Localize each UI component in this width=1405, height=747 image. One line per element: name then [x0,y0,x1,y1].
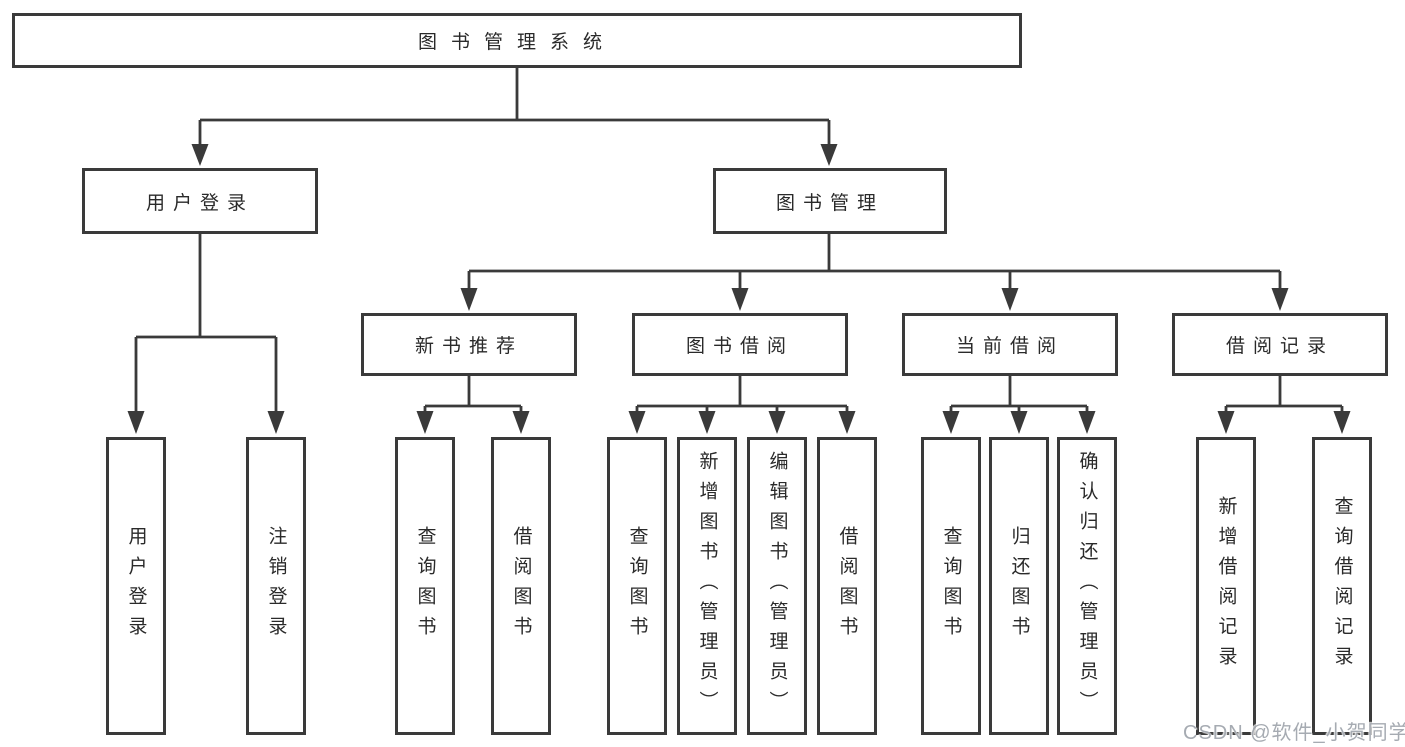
node-label: 当前借阅 [955,336,1064,357]
leaf-query-books-borrowing: 查询图书 [607,437,667,735]
node-label: 图书借阅 [685,336,794,357]
leaf-edit-book-admin: 编辑图书（管理员） [747,437,807,735]
connector-new-book-to-leaves [416,376,530,434]
node-new-book-recommendation: 新书推荐 [361,313,577,376]
leaf-user-login: 用户登录 [106,437,166,735]
node-label: 图书管理系统 [417,32,616,53]
leaf-logout: 注销登录 [246,437,306,735]
leaf-label: 查询图书 [940,526,962,646]
leaf-label: 借阅图书 [510,526,532,646]
leaf-label: 借阅图书 [836,526,858,646]
leaf-label: 确认归还（管理员） [1076,451,1098,721]
leaf-add-book-admin: 新增图书（管理员） [677,437,737,735]
watermark: CSDN @软件_小贺同学 [1183,722,1405,744]
connector-book-management-to-level3 [460,234,1289,311]
node-book-borrowing: 图书借阅 [632,313,848,376]
leaf-borrow-books-newbook: 借阅图书 [491,437,551,735]
node-label: 新书推荐 [414,336,523,357]
node-library-management-system: 图书管理系统 [12,13,1022,68]
node-current-borrowing: 当前借阅 [902,313,1118,376]
connector-user-login-to-leaves [127,234,285,434]
connector-root-to-level2 [191,68,838,166]
node-label: 图书管理 [775,192,884,214]
leaf-label: 用户登录 [125,526,147,646]
node-label: 借阅记录 [1225,336,1334,357]
connector-book-borrowing-to-leaves [628,376,856,434]
leaf-label: 编辑图书（管理员） [766,451,788,721]
leaf-confirm-return-admin: 确认归还（管理员） [1057,437,1117,735]
leaf-return-books: 归还图书 [989,437,1049,735]
leaf-query-books-newbook: 查询图书 [395,437,455,735]
leaf-query-borrow-record: 查询借阅记录 [1312,437,1372,735]
leaf-label: 查询图书 [414,526,436,646]
leaf-label: 查询借阅记录 [1331,496,1353,676]
connector-current-borrowing-to-leaves [942,376,1096,434]
leaf-label: 注销登录 [265,526,287,646]
leaf-label: 查询图书 [626,526,648,646]
leaf-add-borrow-record: 新增借阅记录 [1196,437,1256,735]
leaf-label: 新增借阅记录 [1215,496,1237,676]
leaf-label: 归还图书 [1008,526,1030,646]
leaf-label: 新增图书（管理员） [696,451,718,721]
node-borrowing-records: 借阅记录 [1172,313,1388,376]
node-book-management: 图书管理 [713,168,947,234]
node-user-login: 用户登录 [82,168,318,234]
node-label: 用户登录 [145,192,254,214]
connector-borrow-records-to-leaves [1217,376,1351,434]
leaf-borrow-books: 借阅图书 [817,437,877,735]
leaf-query-books-current: 查询图书 [921,437,981,735]
